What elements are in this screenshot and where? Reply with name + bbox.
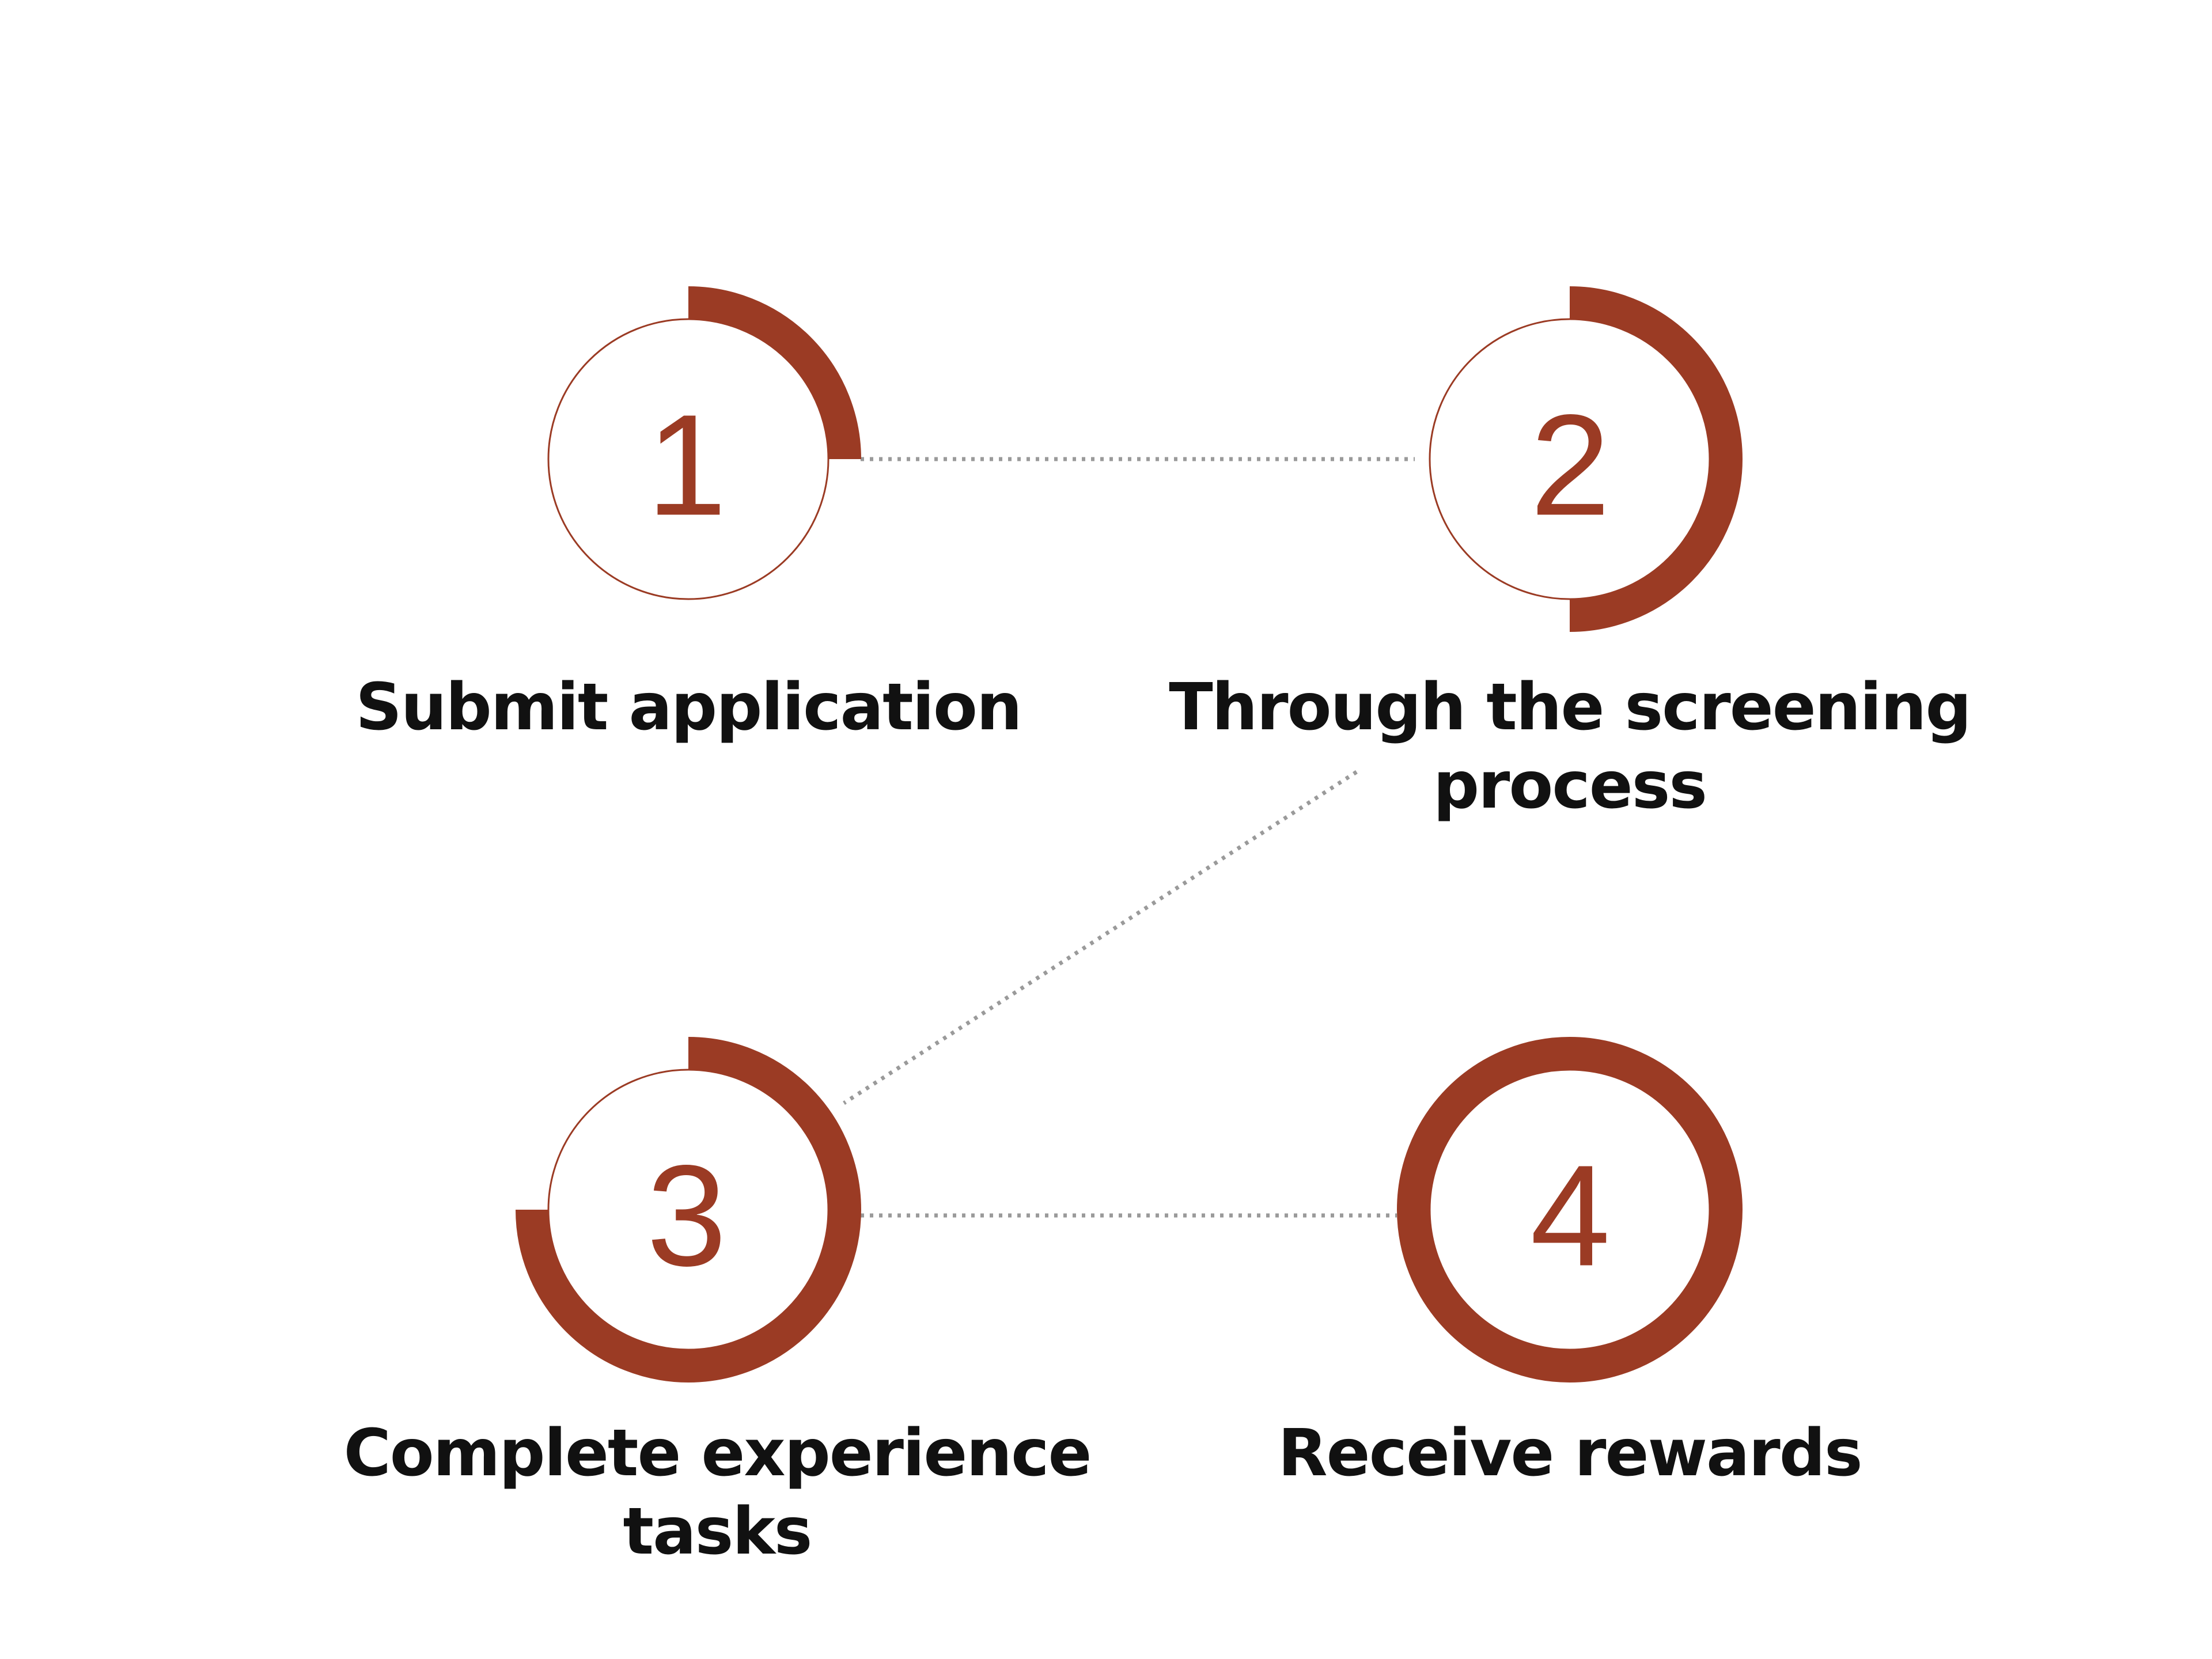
step-2-label: Through the screening process	[1169, 670, 1971, 823]
step-2-node: 2	[1429, 286, 1743, 632]
step-1-ring	[547, 318, 830, 600]
step-3-node: 3	[516, 1037, 861, 1382]
step-3-ring	[547, 1069, 830, 1351]
step-3-number: 3	[646, 1135, 726, 1296]
connector-2-3	[843, 770, 1358, 1105]
step-3-label: Complete experience tasks	[343, 1416, 1092, 1569]
step-1-progress-arc	[688, 286, 861, 460]
step-4-label: Receive rewards	[1278, 1416, 1862, 1491]
step-3-progress-arc	[516, 1037, 861, 1382]
step-4-number: 4	[1530, 1135, 1610, 1296]
step-2-number: 2	[1530, 385, 1610, 546]
step-1-label: Submit application	[355, 670, 1022, 745]
step-4-ring	[1429, 1069, 1711, 1351]
step-1-node: 1	[547, 286, 861, 600]
step-4-progress-arc	[1397, 1037, 1743, 1383]
step-4-node: 4	[1397, 1037, 1743, 1383]
step-2-ring	[1429, 318, 1711, 600]
step-1-number: 1	[646, 385, 726, 546]
step-2-progress-arc	[1569, 286, 1743, 632]
